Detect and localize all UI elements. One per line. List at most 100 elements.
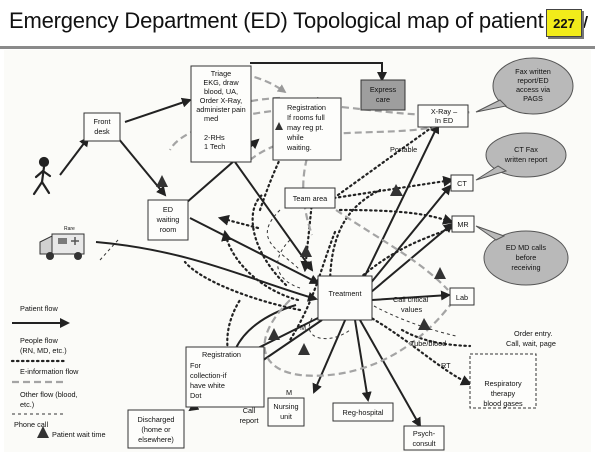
triage-line-6: med (204, 114, 218, 123)
patient-flow-diagram: Triage EKG, draw blood, UA, Order X-Ray,… (10, 57, 574, 451)
front-desk-line-2: desk (94, 127, 110, 136)
express-care-line-1: Express (370, 85, 397, 94)
wait-triangle (390, 184, 403, 196)
registration-bottom-line-2: For (190, 361, 202, 370)
legend-e-information-flow: E-information flow (20, 367, 79, 376)
node-ct: CT (450, 174, 474, 192)
front-desk-line-1: Front (93, 117, 110, 126)
legend-people-flow-2: (RN, MD, etc.) (20, 346, 67, 355)
label-tube-blood: Tube/blood (410, 339, 446, 348)
node-reg-hospital: Reg-hospital (332, 402, 394, 422)
other-flow-lines (99, 209, 457, 339)
respiratory-line-2: therapy (491, 389, 516, 398)
triage-line-2: EKG, draw (203, 78, 239, 87)
bubble-ct-fax: CT Fax written report (475, 132, 567, 181)
wait-triangle (300, 245, 312, 257)
ct-fax-line-1: CT Fax (514, 145, 538, 154)
label-call-critical-1: Call critical (393, 295, 429, 304)
bubble-ed-md-calls: ED MD calls before receiving (475, 225, 569, 286)
ed-waiting-line-3: room (160, 225, 177, 234)
legend-patient-wait-time: Patient wait time (52, 430, 106, 439)
xray-line-2: In ED (435, 116, 453, 125)
fax-pags-line-3: access via (516, 85, 551, 94)
label-call-report-2: report (239, 416, 258, 425)
registration-top-line-5: waiting. (286, 143, 312, 152)
discharged-line-2: (home or (141, 425, 171, 434)
xray-line-1: X-Ray – (431, 107, 458, 116)
ed-waiting-line-2: waiting (156, 215, 180, 224)
triage-line-9: 1 Tech (204, 142, 225, 151)
node-triage: Triage EKG, draw blood, UA, Order X-Ray,… (190, 65, 252, 163)
ed-md-calls-line-3: receiving (511, 263, 540, 272)
wait-triangle (37, 426, 49, 438)
label-order-entry-1: Order entry. (514, 329, 552, 338)
label-order-entry-2: Call, wait, page (506, 339, 556, 348)
slide-title: Emergency Department (ED) Topological ma… (9, 8, 588, 33)
registration-top-line-2: If rooms full (287, 113, 325, 122)
wait-triangle (418, 318, 431, 330)
triage-line-3: blood, UA, (204, 87, 238, 96)
registration-top-line-4: while (286, 133, 304, 142)
diagram-scan: Triage EKG, draw blood, UA, Order X-Ray,… (4, 50, 591, 452)
registration-top-line-1: Registration (287, 103, 326, 112)
fax-pags-line-2: report/ED (517, 76, 548, 85)
fax-pags-line-1: Fax written (515, 67, 551, 76)
ambulance-sign-text: Rare (64, 226, 75, 232)
node-psych-consult: Psych- consult (403, 425, 445, 451)
ed-md-calls-line-1: ED MD calls (506, 243, 546, 252)
registration-bottom-line-5: Dot (190, 391, 201, 400)
psych-consult-line-1: Psych- (413, 429, 436, 438)
legend-phone-call: Phone call (14, 420, 48, 429)
legend: Patient flow People flow (RN, MD, etc.) … (10, 304, 106, 439)
node-xray: X-Ray – In ED (417, 104, 469, 128)
registration-top-line-3: may reg pt. (287, 123, 324, 132)
legend-other-flow-2: etc.) (20, 400, 34, 409)
label-portable: Portable (390, 145, 417, 154)
ambulance-icon: Rare (39, 226, 85, 260)
walking-person-icon (32, 156, 52, 196)
node-treatment: Treatment (317, 275, 373, 321)
triage-line-4: Order X-Ray, (200, 96, 242, 105)
label-rt: RT (441, 361, 451, 370)
page-number-badge: 227 (546, 9, 582, 37)
node-team-area: Team area (284, 187, 336, 209)
node-front-desk: Front desk (83, 112, 121, 142)
reg-hospital-label: Reg-hospital (343, 408, 384, 417)
label-m-2: M (286, 388, 292, 397)
discharged-line-3: elsewhere) (138, 435, 174, 444)
fax-pags-line-4: PAGS (523, 94, 543, 103)
nursing-unit-line-2: unit (280, 412, 292, 421)
wait-triangle (434, 267, 446, 279)
legend-people-flow-1: People flow (20, 336, 58, 345)
psych-consult-line-2: consult (412, 439, 435, 448)
respiratory-line-1: Respiratory (484, 379, 522, 388)
bubble-fax-pags: Fax written report/ED access via PAGS (475, 57, 574, 115)
respiratory-line-3: blood gases (483, 399, 523, 408)
label-call-critical-2: values (401, 305, 422, 314)
lab-label: Lab (456, 293, 468, 302)
node-ed-waiting-room: ED waiting room (147, 199, 189, 241)
triage-line-1: Triage (211, 69, 231, 78)
triage-line-8: 2-RHs (204, 133, 225, 142)
node-discharged: Discharged (home or elsewhere) (127, 409, 185, 449)
node-nursing-unit: Nursing unit (267, 397, 305, 427)
express-care-line-2: care (376, 95, 390, 104)
label-m-1: M (300, 323, 306, 332)
registration-bottom-line-3: collection-if (190, 371, 227, 380)
wait-triangle (268, 328, 280, 340)
team-area-label: Team area (293, 194, 328, 203)
patient-wait-time-markers (37, 175, 446, 438)
legend-other-flow-1: Other flow (blood, (20, 390, 78, 399)
nursing-unit-line-1: Nursing (273, 402, 298, 411)
registration-bottom-line-1: Registration (202, 350, 241, 359)
node-mr: MR (451, 215, 475, 233)
triage-line-5: administer pain (196, 105, 245, 114)
ed-waiting-line-1: ED (163, 205, 173, 214)
node-registration-top: Registration If rooms full may reg pt. w… (272, 97, 342, 161)
ct-label: CT (457, 179, 467, 188)
node-lab: Lab (449, 287, 475, 306)
wait-triangle (298, 343, 310, 355)
node-express-care: Express care (360, 79, 406, 111)
title-bar: Emergency Department (ED) Topological ma… (0, 0, 595, 49)
